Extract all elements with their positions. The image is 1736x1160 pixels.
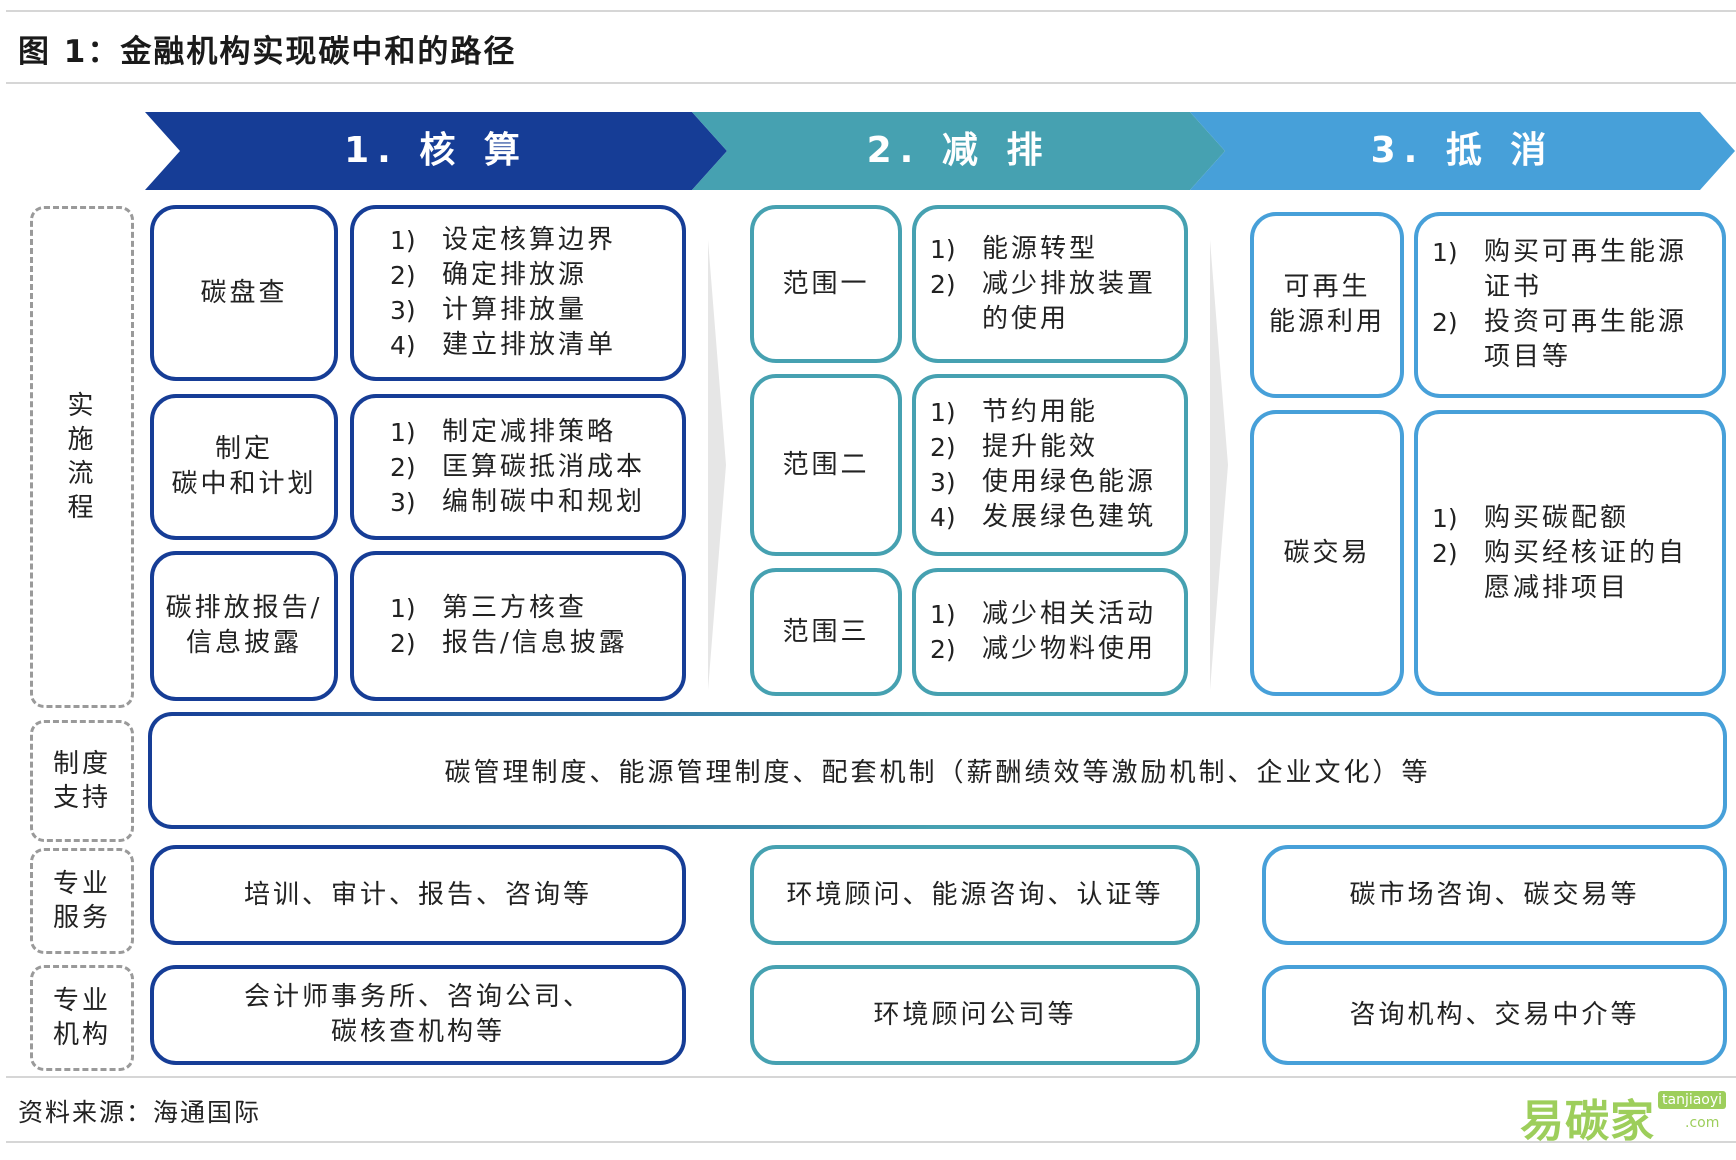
accounting-list-1: 1)设定核算边界 2)确定排放源 3)计算排放量 4)建立排放清单: [350, 205, 686, 381]
system-support-frame: 碳管理制度、能源管理制度、配套机制（薪酬绩效等激励机制、企业文化）等: [148, 712, 1727, 829]
list-item: 3)编制碳中和规划: [390, 486, 646, 517]
chevron-stage-2: [692, 112, 1225, 190]
offset-list-1: 1)购买可再生能源 证书 2)投资可再生能源 项目等: [1414, 212, 1726, 398]
title-rule: [6, 82, 1736, 84]
reduction-label-1: 范围一: [750, 205, 902, 363]
stage-separator-2: [1210, 240, 1228, 690]
list-item: 2)减少排放装置 的使用: [930, 268, 1157, 334]
list-item: 1)能源转型: [930, 233, 1099, 264]
watermark-dot: .com: [1685, 1115, 1720, 1131]
side-label-institution: 专业 机构: [30, 965, 134, 1071]
reduction-list-2: 1)节约用能 2)提升能效 3)使用绿色能源 4)发展绿色建筑: [912, 374, 1188, 556]
list-item: 1)购买可再生能源 证书: [1432, 237, 1688, 302]
side-label-service: 专业 服务: [30, 848, 134, 954]
list-item: 2)减少物料使用: [930, 634, 1157, 664]
list-item: 2)提升能效: [930, 432, 1099, 462]
stage-chevrons: [145, 112, 1735, 190]
watermark-cn: 易碳家: [1520, 1096, 1655, 1147]
side-label-system: 制度 支持: [30, 720, 134, 842]
footer-rule: [6, 1141, 1736, 1143]
institution-reduction: 环境顾问公司等: [750, 965, 1200, 1065]
accounting-list-3: 1)第三方核查 2)报告/信息披露: [350, 551, 686, 701]
service-offset: 碳市场咨询、碳交易等: [1262, 845, 1727, 945]
list-item: 2)确定排放源: [390, 260, 588, 290]
list-item: 4)建立排放清单: [390, 330, 617, 360]
accounting-label-3: 碳排放报告/ 信息披露: [150, 551, 338, 701]
list-item: 4)发展绿色建筑: [930, 502, 1157, 532]
accounting-label-1: 碳盘查: [150, 205, 338, 381]
institution-offset: 咨询机构、交易中介等: [1262, 965, 1727, 1065]
reduction-list-1: 1)能源转型 2)减少排放装置 的使用: [912, 205, 1188, 363]
list-item: 1)减少相关活动: [930, 599, 1157, 629]
list-item: 3)使用绿色能源: [930, 467, 1157, 497]
accounting-label-2: 制定 碳中和计划: [150, 394, 338, 540]
top-rule: [6, 10, 1736, 12]
figure-title: 图 1：金融机构实现碳中和的路径: [18, 34, 517, 70]
side-label-process: 实 施 流 程: [30, 206, 134, 708]
list-item: 2)报告/信息披露: [390, 628, 628, 658]
offset-label-1: 可再生 能源利用: [1250, 212, 1404, 398]
watermark-en: tanjiaoyi: [1658, 1091, 1727, 1109]
reduction-list-3: 1)减少相关活动 2)减少物料使用: [912, 568, 1188, 696]
institution-accounting: 会计师事务所、咨询公司、 碳核查机构等: [150, 965, 686, 1065]
list-item: 3)计算排放量: [390, 295, 588, 325]
offset-list-2: 1)购买碳配额 2)购买经核证的自 愿减排项目: [1414, 410, 1726, 696]
list-item: 2)购买经核证的自 愿减排项目: [1432, 537, 1688, 603]
reduction-label-2: 范围二: [750, 374, 902, 556]
stage-label-3: 3. 抵 消: [1370, 130, 1555, 171]
stage-separator-1: [708, 240, 726, 690]
watermark-logo: 易碳家 tanjiaoyi .com: [1520, 1085, 1730, 1147]
stage-label-2: 2. 减 排: [866, 130, 1051, 171]
stage-label-1: 1. 核 算: [344, 130, 528, 171]
list-item: 1)购买碳配额: [1432, 502, 1630, 533]
service-accounting: 培训、审计、报告、咨询等: [150, 845, 686, 945]
list-item: 2)匡算碳抵消成本: [390, 451, 646, 482]
bottom-rule: [6, 1076, 1736, 1078]
list-item: 1)制定减排策略: [390, 416, 617, 447]
system-support-text: 碳管理制度、能源管理制度、配套机制（薪酬绩效等激励机制、企业文化）等: [152, 716, 1723, 825]
list-item: 1)第三方核查: [390, 593, 588, 623]
offset-label-2: 碳交易: [1250, 410, 1404, 696]
list-item: 1)节约用能: [930, 397, 1099, 427]
reduction-label-3: 范围三: [750, 568, 902, 696]
chevron-stage-1: [145, 112, 727, 190]
source-note: 资料来源：海通国际: [18, 1098, 262, 1127]
list-item: 2)投资可再生能源 项目等: [1432, 307, 1688, 372]
chevron-stage-3: [1190, 112, 1735, 190]
list-item: 1)设定核算边界: [390, 225, 617, 255]
service-reduction: 环境顾问、能源咨询、认证等: [750, 845, 1200, 945]
accounting-list-2: 1)制定减排策略 2)匡算碳抵消成本 3)编制碳中和规划: [350, 394, 686, 540]
